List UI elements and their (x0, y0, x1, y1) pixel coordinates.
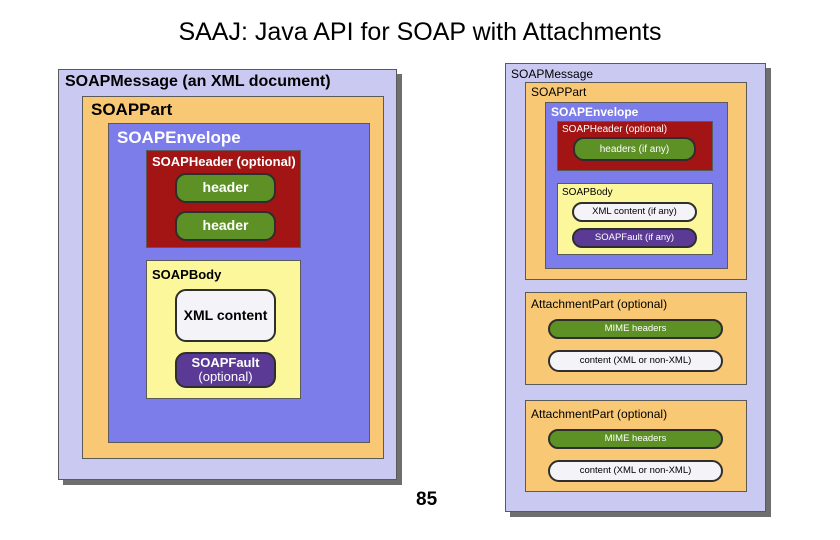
page-number: 85 (416, 489, 438, 510)
left-xml-content: XML content (175, 289, 276, 342)
right-xml-content: XML content (if any) (572, 202, 697, 222)
slide-title: SAAJ: Java API for SOAP with Attachments (178, 18, 662, 46)
right-soapmessage-label: SOAPMessage (511, 67, 594, 81)
left-soappart-label: SOAPPart (91, 100, 173, 119)
left-soapbody-label: SOAPBody (152, 267, 222, 282)
right-mime-headers: MIME headers (548, 319, 723, 339)
right-soapfault: SOAPFault (if any) (572, 228, 697, 248)
left-soapheader-label: SOAPHeader (optional) (152, 154, 296, 169)
left-header-item: header (175, 211, 276, 241)
left-soapfault-optional: (optional) (198, 369, 253, 384)
right-attachmentpart-label: AttachmentPart (optional) (531, 297, 668, 311)
right-attachment-content: content (XML or non-XML) (548, 460, 723, 482)
left-soapenvelope-label: SOAPEnvelope (117, 128, 241, 147)
left-soapfault-label: SOAPFault (191, 354, 260, 370)
right-mime-headers: MIME headers (548, 429, 723, 449)
left-header-item: header (175, 173, 276, 203)
left-soapfault: SOAPFault (optional) (175, 352, 276, 388)
right-soapbody-label: SOAPBody (562, 187, 613, 198)
right-attachment-content: content (XML or non-XML) (548, 350, 723, 372)
right-soappart-label: SOAPPart (531, 85, 587, 99)
right-attachmentpart-label: AttachmentPart (optional) (531, 407, 668, 421)
right-headers-item: headers (if any) (573, 137, 696, 161)
right-soapenvelope-label: SOAPEnvelope (551, 105, 639, 119)
right-soapheader-label: SOAPHeader (optional) (562, 124, 668, 135)
left-soapmessage-label: SOAPMessage (an XML document) (65, 73, 331, 90)
